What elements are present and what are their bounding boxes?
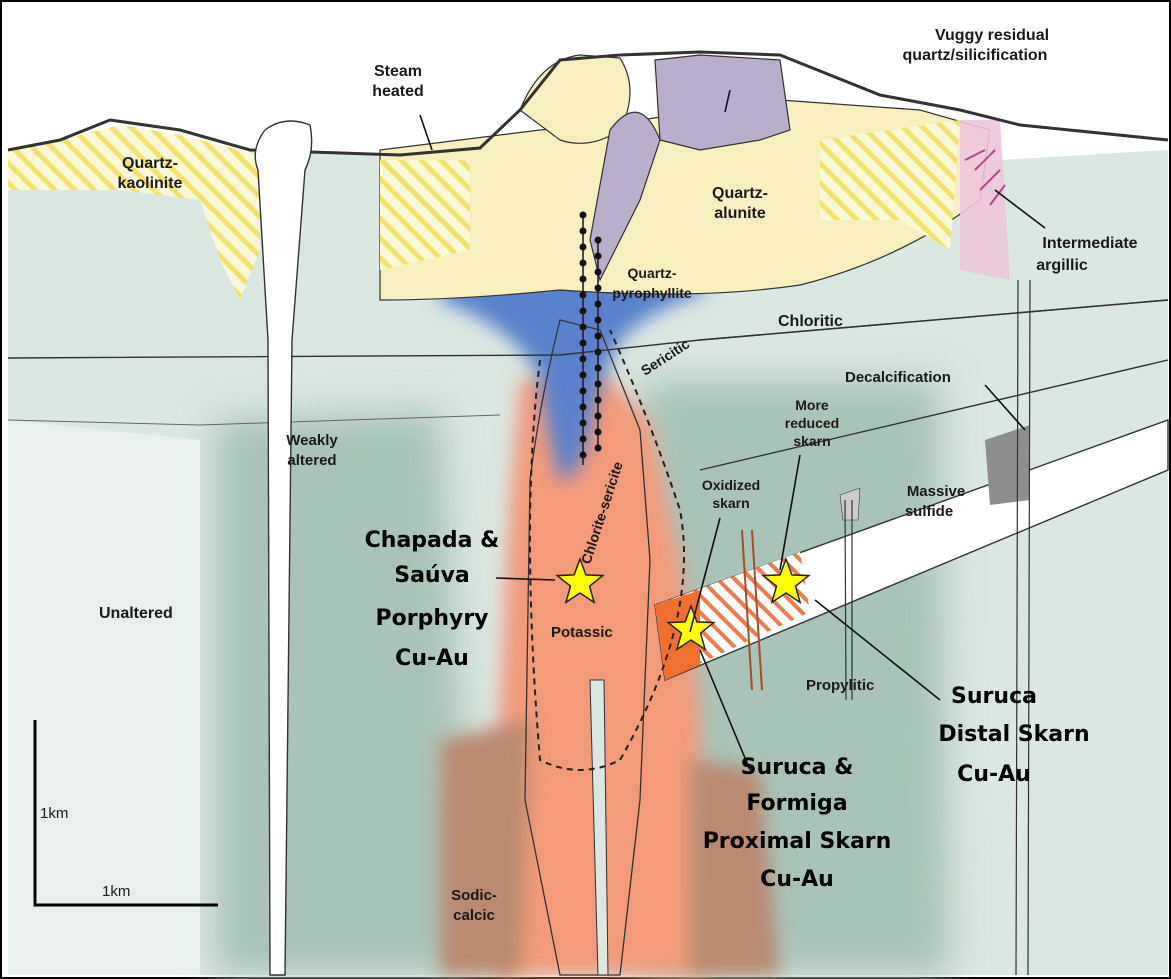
vein-dot	[595, 397, 602, 404]
vein-dot	[595, 429, 602, 436]
vein-dot	[595, 285, 602, 292]
vein-dot	[580, 212, 587, 219]
vein-dot	[595, 301, 602, 308]
vein-dot	[580, 452, 587, 459]
label-unaltered: Unaltered	[99, 605, 173, 622]
vein-dot	[580, 324, 587, 331]
vein-dot	[595, 381, 602, 388]
scale-vertical-label: 1km	[40, 805, 68, 822]
label-decalcification: Decalcification	[845, 369, 951, 386]
vein-dot	[580, 420, 587, 427]
label-chloritic: Chloritic	[778, 313, 843, 330]
vein-dot	[580, 276, 587, 283]
vein-dot	[580, 260, 587, 267]
vein-dot	[595, 365, 602, 372]
vein-dot	[580, 388, 587, 395]
vein-dot	[580, 244, 587, 251]
vein-dot	[580, 356, 587, 363]
vein-dot	[580, 292, 587, 299]
vein-dot	[580, 308, 587, 315]
vein-dot	[580, 340, 587, 347]
vein-dot	[595, 317, 602, 324]
vein-dot	[580, 436, 587, 443]
vein-dot	[595, 333, 602, 340]
vein-dot	[580, 404, 587, 411]
vein-dot	[595, 413, 602, 420]
vein-dot	[580, 372, 587, 379]
vein-dot	[595, 445, 602, 452]
scale-horizontal-label: 1km	[102, 883, 130, 900]
label-propylitic: Propylitic	[806, 677, 874, 694]
vein-dot	[595, 253, 602, 260]
vein-dot	[595, 237, 602, 244]
vein-dot	[595, 269, 602, 276]
vein-dot	[595, 349, 602, 356]
label-potassic: Potassic	[551, 624, 613, 641]
vein-dot	[580, 228, 587, 235]
